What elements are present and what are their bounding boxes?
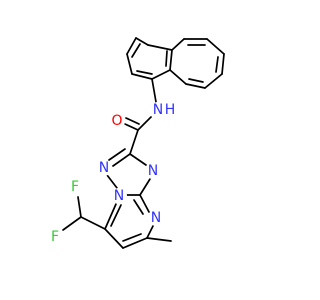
atom-n-bridge: N (111, 188, 127, 204)
bond (131, 43, 141, 58)
bond (215, 56, 219, 73)
bond (151, 69, 171, 80)
bond (106, 174, 118, 189)
bond (112, 153, 131, 167)
atom-label-n-amide: N (153, 102, 163, 118)
atom-n-triazole-1: N (96, 160, 112, 176)
bond (151, 78, 157, 103)
atom-label-n-bridge: N (114, 188, 124, 204)
atom-o-carbonyl: O (109, 113, 125, 129)
atom-f-upper: F (67, 179, 83, 195)
bond (146, 237, 172, 242)
bonds (62, 37, 225, 249)
bond (108, 148, 126, 161)
bond (126, 37, 137, 55)
atom-n-pyrimidine: N (148, 210, 164, 226)
atom-label-n-triazole-3: N (148, 163, 158, 179)
atom-label-f2: F (51, 229, 59, 245)
atom-label-o: O (111, 113, 122, 129)
bond (125, 117, 140, 125)
bond (122, 237, 148, 249)
bond (104, 203, 117, 230)
bond (188, 78, 204, 83)
bond (169, 69, 187, 85)
bond (139, 178, 151, 196)
atom-labels: F F N N N N O N (47, 102, 177, 245)
atom-label-n-triazole-1: N (99, 160, 109, 176)
bond (146, 223, 155, 239)
bond (135, 37, 149, 46)
bond (124, 123, 139, 131)
bond (171, 38, 185, 51)
bond (80, 216, 106, 230)
bond (77, 196, 82, 218)
atom-f-lower: F (47, 229, 63, 245)
bond (221, 53, 225, 75)
atom-n-triazole-3: N (145, 163, 161, 179)
bond (204, 73, 223, 89)
bond (165, 50, 168, 67)
bond (129, 153, 147, 166)
bond (137, 116, 152, 131)
bond (122, 233, 142, 242)
bond (136, 70, 153, 75)
bond (104, 228, 124, 249)
molecule-structure: F F N N N N O N (47, 37, 225, 249)
bond (147, 44, 173, 51)
bond (62, 216, 82, 231)
bond (206, 38, 225, 55)
bond (126, 53, 133, 75)
atom-label-f1: F (71, 179, 79, 195)
bond (133, 199, 144, 215)
bond (110, 204, 122, 227)
atom-label-h-amide: H (165, 102, 176, 118)
atom-h-amide: H (163, 102, 177, 118)
bond (129, 129, 139, 155)
atom-n-amide: N (150, 102, 166, 118)
atom-label-n-pyrimidine: N (151, 210, 161, 226)
bond (169, 49, 173, 71)
bond (139, 194, 150, 213)
bond (185, 83, 206, 89)
bond (131, 73, 153, 80)
